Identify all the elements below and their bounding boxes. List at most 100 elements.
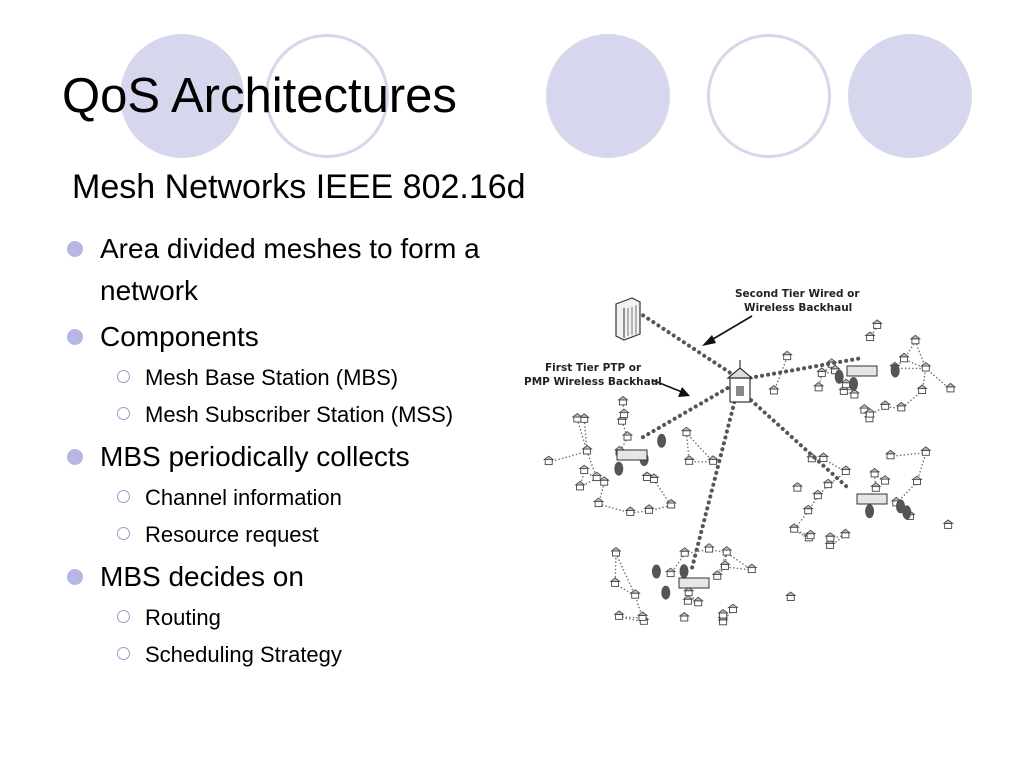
decorative-circle	[546, 34, 670, 158]
tree-icon	[679, 564, 689, 579]
mesh-subscriber-station-icon	[816, 367, 828, 377]
mesh-link	[725, 551, 753, 571]
mesh-base-station-icon	[726, 360, 754, 403]
mesh-subscriber-station-icon	[581, 444, 593, 455]
mesh-link	[916, 451, 927, 483]
sub-bullet-item: Channel information	[64, 482, 494, 514]
second-tier-link	[636, 310, 740, 380]
mesh-subscriber-station-icon	[679, 547, 691, 557]
first-tier-label: First Tier PTP or	[545, 362, 642, 374]
mesh-subscriber-station-icon	[864, 408, 876, 418]
tree-icon	[849, 377, 858, 391]
mesh-link	[586, 450, 598, 479]
mesh-link	[685, 432, 691, 463]
sub-bullet-text: Mesh Base Station (MBS)	[145, 365, 399, 390]
mesh-subscriber-station-icon	[643, 504, 655, 514]
mesh-link	[914, 340, 927, 370]
mesh-cluster	[609, 543, 797, 626]
mesh-link	[653, 479, 673, 507]
second-tier-label: Wireless Backhaul	[744, 302, 852, 314]
mesh-subscriber-station-icon	[629, 589, 641, 599]
mesh-link	[583, 470, 598, 479]
cluster-building-icon	[616, 449, 648, 461]
mesh-cluster	[543, 395, 719, 516]
bullet-ring-icon	[117, 407, 130, 420]
mesh-subscriber-station-icon	[768, 384, 780, 395]
mesh-subscriber-station-icon	[920, 361, 932, 372]
mesh-subscriber-station-icon	[920, 446, 932, 456]
mesh-subscriber-station-icon	[791, 482, 804, 492]
sub-bullet-item: Mesh Base Station (MBS)	[64, 362, 494, 394]
mesh-subscriber-station-icon	[578, 413, 590, 423]
mesh-subscriber-station-icon	[812, 489, 824, 500]
bullet-item: Components	[64, 316, 494, 358]
tree-icon	[834, 369, 844, 384]
mesh-network-diagram: Second Tier Wired or Wireless Backhaul F…	[524, 288, 957, 626]
mesh-link	[547, 450, 588, 463]
arrow-head-icon	[678, 387, 690, 397]
mesh-clusters	[543, 319, 957, 626]
mesh-subscriber-station-icon	[942, 519, 954, 529]
bullet-text: Area divided meshes to form a network	[100, 233, 480, 306]
sub-bullet-item: Mesh Subscriber Station (MSS)	[64, 399, 494, 431]
mesh-subscriber-station-icon	[665, 498, 677, 509]
mesh-subscriber-station-icon	[746, 563, 758, 574]
mesh-subscriber-station-icon	[879, 400, 891, 410]
arrow-line	[651, 379, 683, 393]
mesh-subscriber-station-icon	[692, 596, 704, 607]
mesh-cluster	[768, 319, 957, 423]
mesh-subscriber-station-icon	[636, 611, 649, 621]
mesh-subscriber-station-icon	[598, 476, 610, 486]
mesh-subscriber-station-icon	[911, 475, 923, 486]
mesh-link	[884, 405, 903, 410]
mesh-link	[597, 503, 632, 514]
mesh-subscriber-station-icon	[916, 384, 928, 394]
mesh-cluster	[788, 446, 954, 549]
tree-icon	[865, 504, 875, 519]
sub-bullet-text: Channel information	[145, 485, 342, 510]
mesh-subscriber-station-icon	[839, 528, 852, 539]
mesh-subscriber-station-icon	[618, 408, 630, 419]
slide-subtitle: Mesh Networks IEEE 802.16d	[72, 168, 526, 206]
mesh-subscriber-station-icon	[707, 455, 719, 465]
mesh-subscriber-station-icon	[884, 449, 897, 460]
first-tier-link	[636, 380, 740, 442]
tree-icon	[896, 499, 905, 514]
decorative-ring	[265, 34, 389, 158]
mesh-subscriber-station-icon	[641, 471, 653, 481]
mesh-subscriber-station-icon	[591, 471, 603, 482]
mesh-subscriber-station-icon	[898, 352, 910, 363]
mesh-link	[873, 473, 877, 490]
sub-bullet-text: Scheduling Strategy	[145, 642, 342, 667]
bullet-ring-icon	[117, 370, 130, 383]
tree-icon	[614, 461, 624, 476]
bullet-list: Area divided meshes to form a network Co…	[64, 228, 494, 676]
annotation-arrows	[651, 315, 753, 397]
tree-icon	[657, 433, 667, 448]
sub-bullet-text: Routing	[145, 605, 221, 630]
mesh-subscriber-station-icon	[727, 603, 739, 614]
slide-title: QoS Architectures	[62, 69, 457, 123]
building-icon	[615, 297, 641, 341]
backhaul-links	[636, 310, 864, 570]
mesh-subscriber-station-icon	[717, 608, 729, 619]
decorative-circle	[848, 34, 972, 158]
arrow-line	[707, 315, 753, 343]
tree-icon	[890, 363, 900, 378]
mesh-subscriber-station-icon	[571, 412, 583, 423]
mesh-subscriber-station-icon	[870, 482, 882, 492]
arrow-head-icon	[702, 335, 716, 346]
bullet-dot-icon	[67, 449, 83, 465]
first-tier-link	[690, 394, 738, 570]
mesh-subscriber-station-icon	[864, 331, 876, 341]
bullet-ring-icon	[117, 490, 130, 503]
mesh-link	[889, 451, 927, 458]
bullet-item: MBS decides on	[64, 556, 494, 598]
mesh-subscriber-station-icon	[804, 529, 817, 540]
bullet-item: Area divided meshes to form a network	[64, 228, 494, 312]
mesh-link	[618, 616, 645, 623]
mesh-subscriber-station-icon	[817, 452, 830, 462]
bullet-text: MBS periodically collects	[100, 441, 410, 472]
mesh-link	[724, 551, 728, 568]
